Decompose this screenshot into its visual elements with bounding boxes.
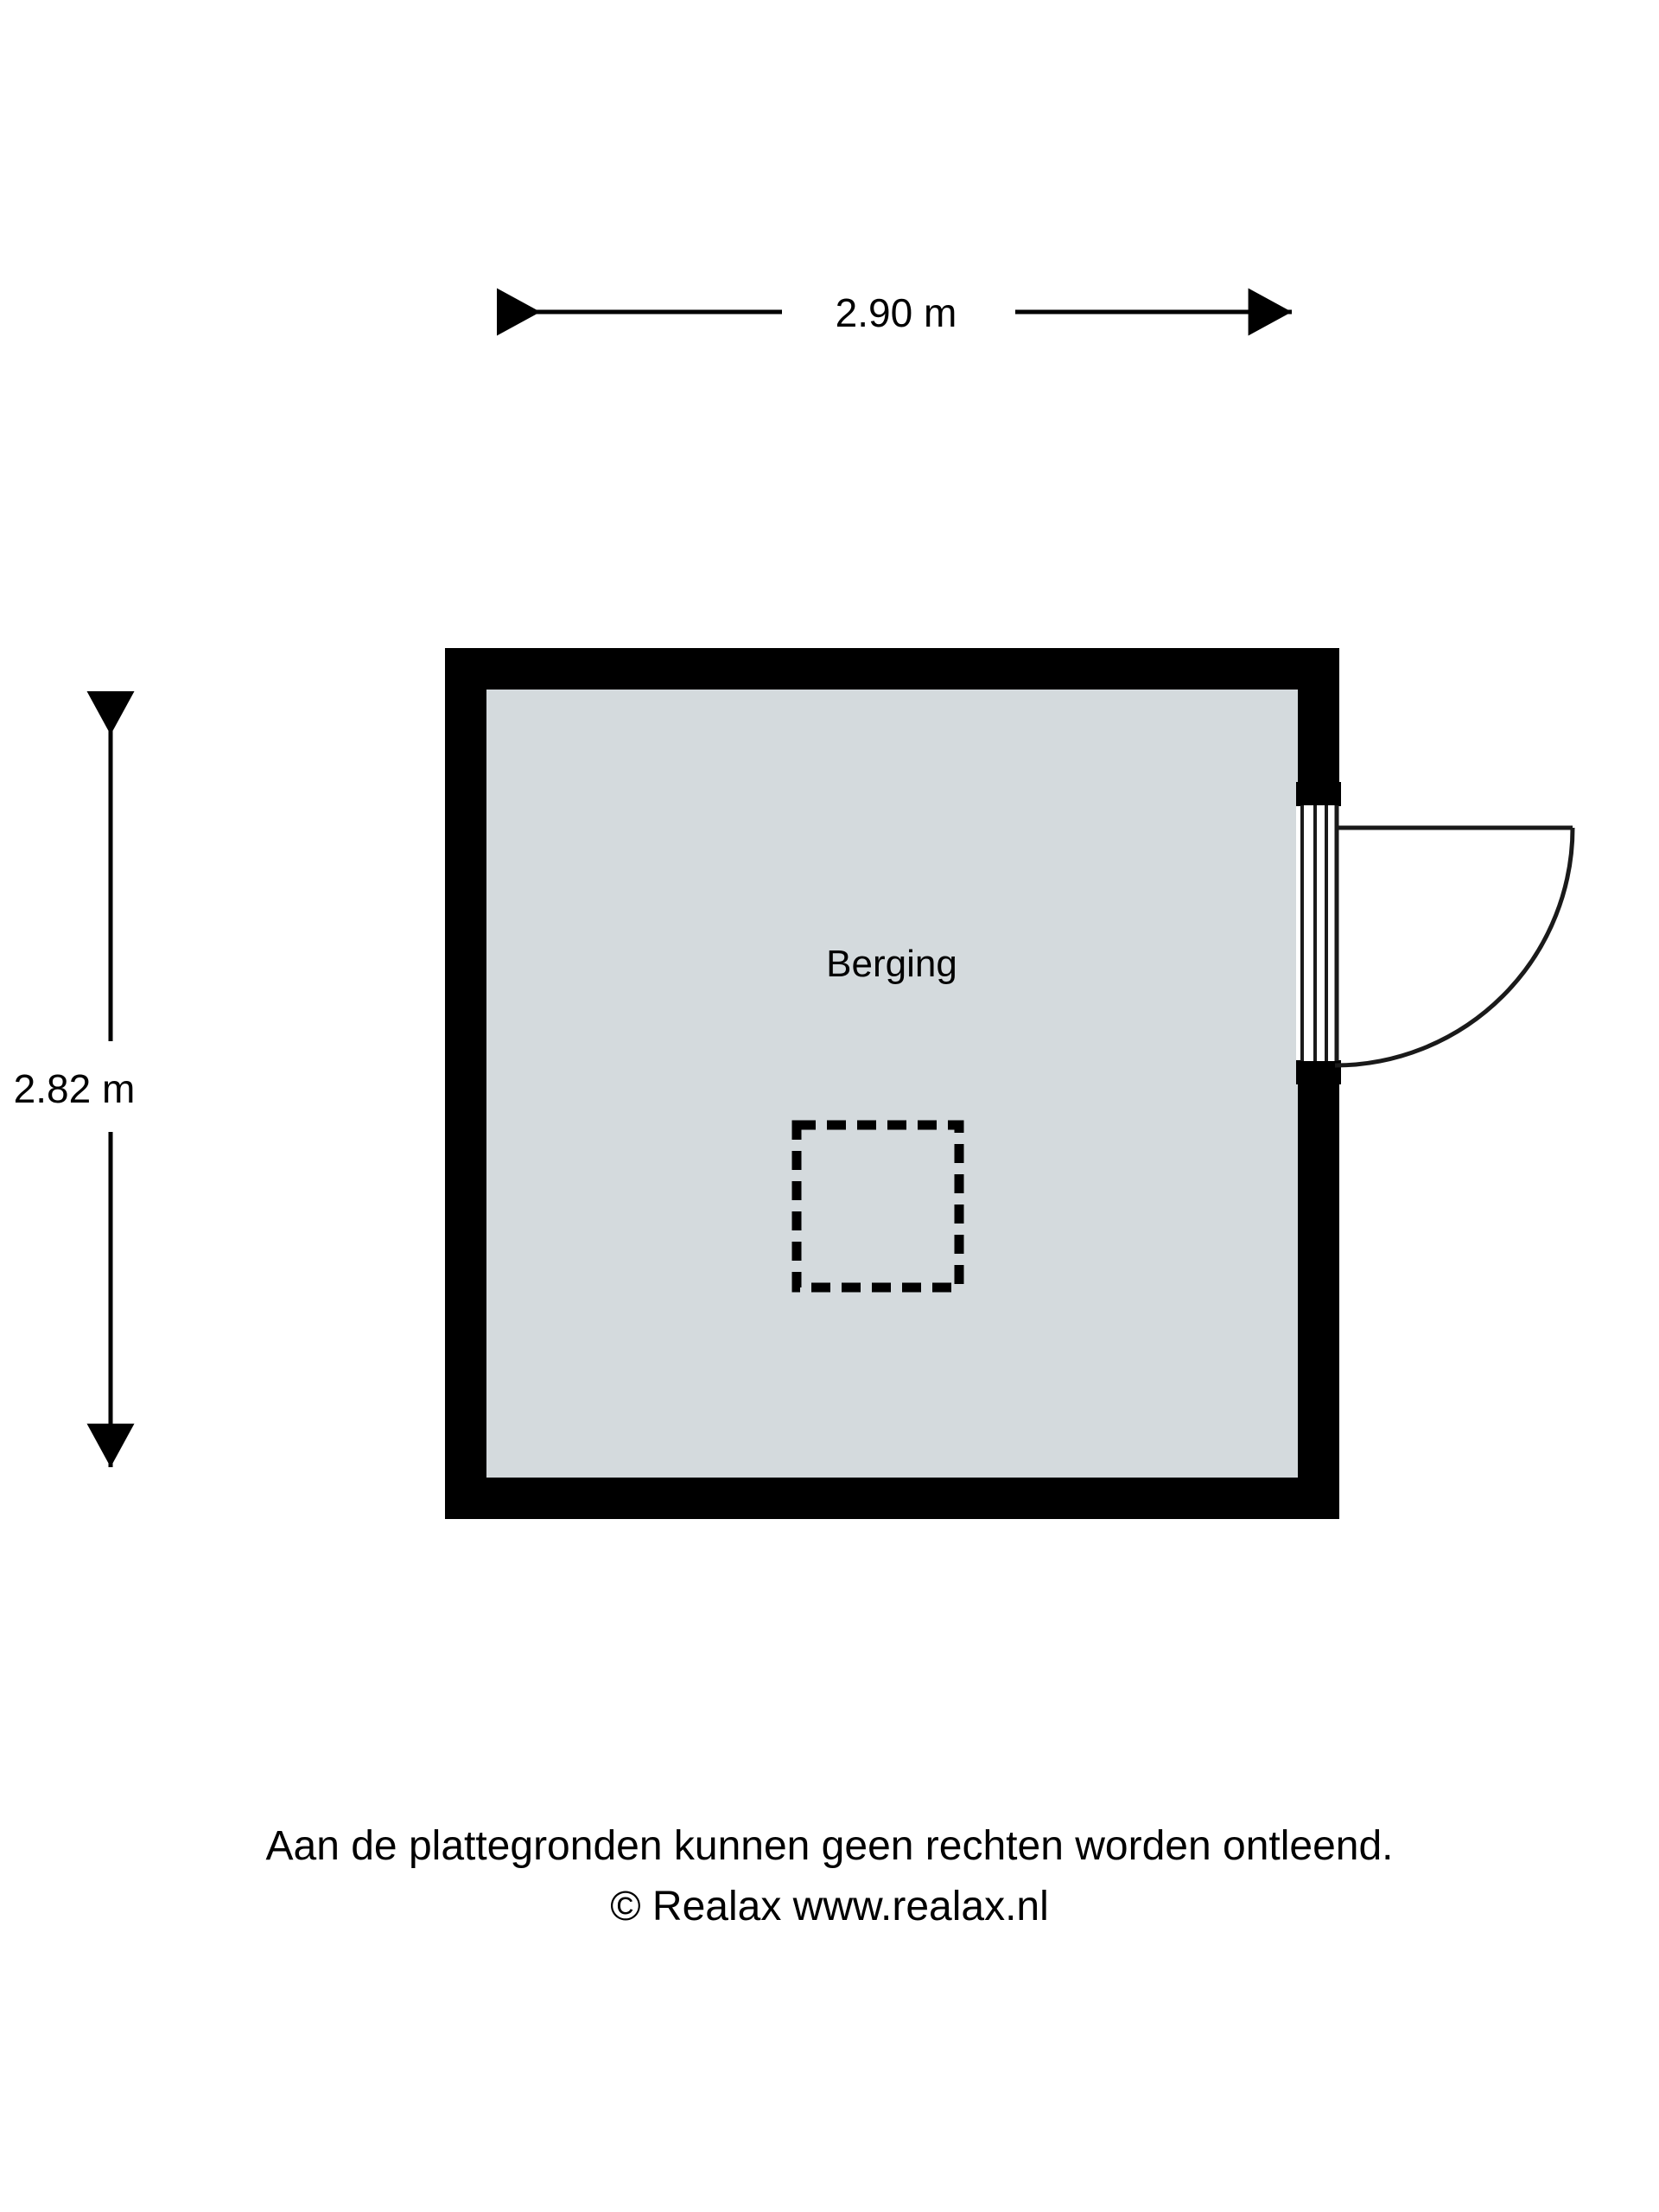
- depth-dimension: 2.82 m: [14, 691, 136, 1467]
- width-dimension: 2.90 m: [497, 288, 1292, 336]
- footer-line-2: © Realax www.realax.nl: [610, 1884, 1049, 1929]
- width-dimension-label: 2.90 m: [836, 290, 957, 335]
- door-jamb-top: [1296, 782, 1341, 806]
- door-swing: [1334, 825, 1575, 1068]
- room-label-berging: Berging: [826, 943, 957, 985]
- door-swing-arc: [1334, 827, 1575, 1068]
- door-leaf-body: [1300, 805, 1335, 1061]
- door-leaf: [1300, 805, 1339, 1061]
- footer-line-1: Aan de plattegronden kunnen geen rechten…: [265, 1823, 1393, 1869]
- depth-dimension-label: 2.82 m: [14, 1066, 136, 1111]
- door-jamb-bottom: [1296, 1060, 1341, 1084]
- room-floor-berging: [486, 690, 1298, 1478]
- dashed-fixture-outline: [791, 1120, 964, 1293]
- footer-disclaimer: Aan de plattegronden kunnen geen rechten…: [265, 1823, 1393, 1929]
